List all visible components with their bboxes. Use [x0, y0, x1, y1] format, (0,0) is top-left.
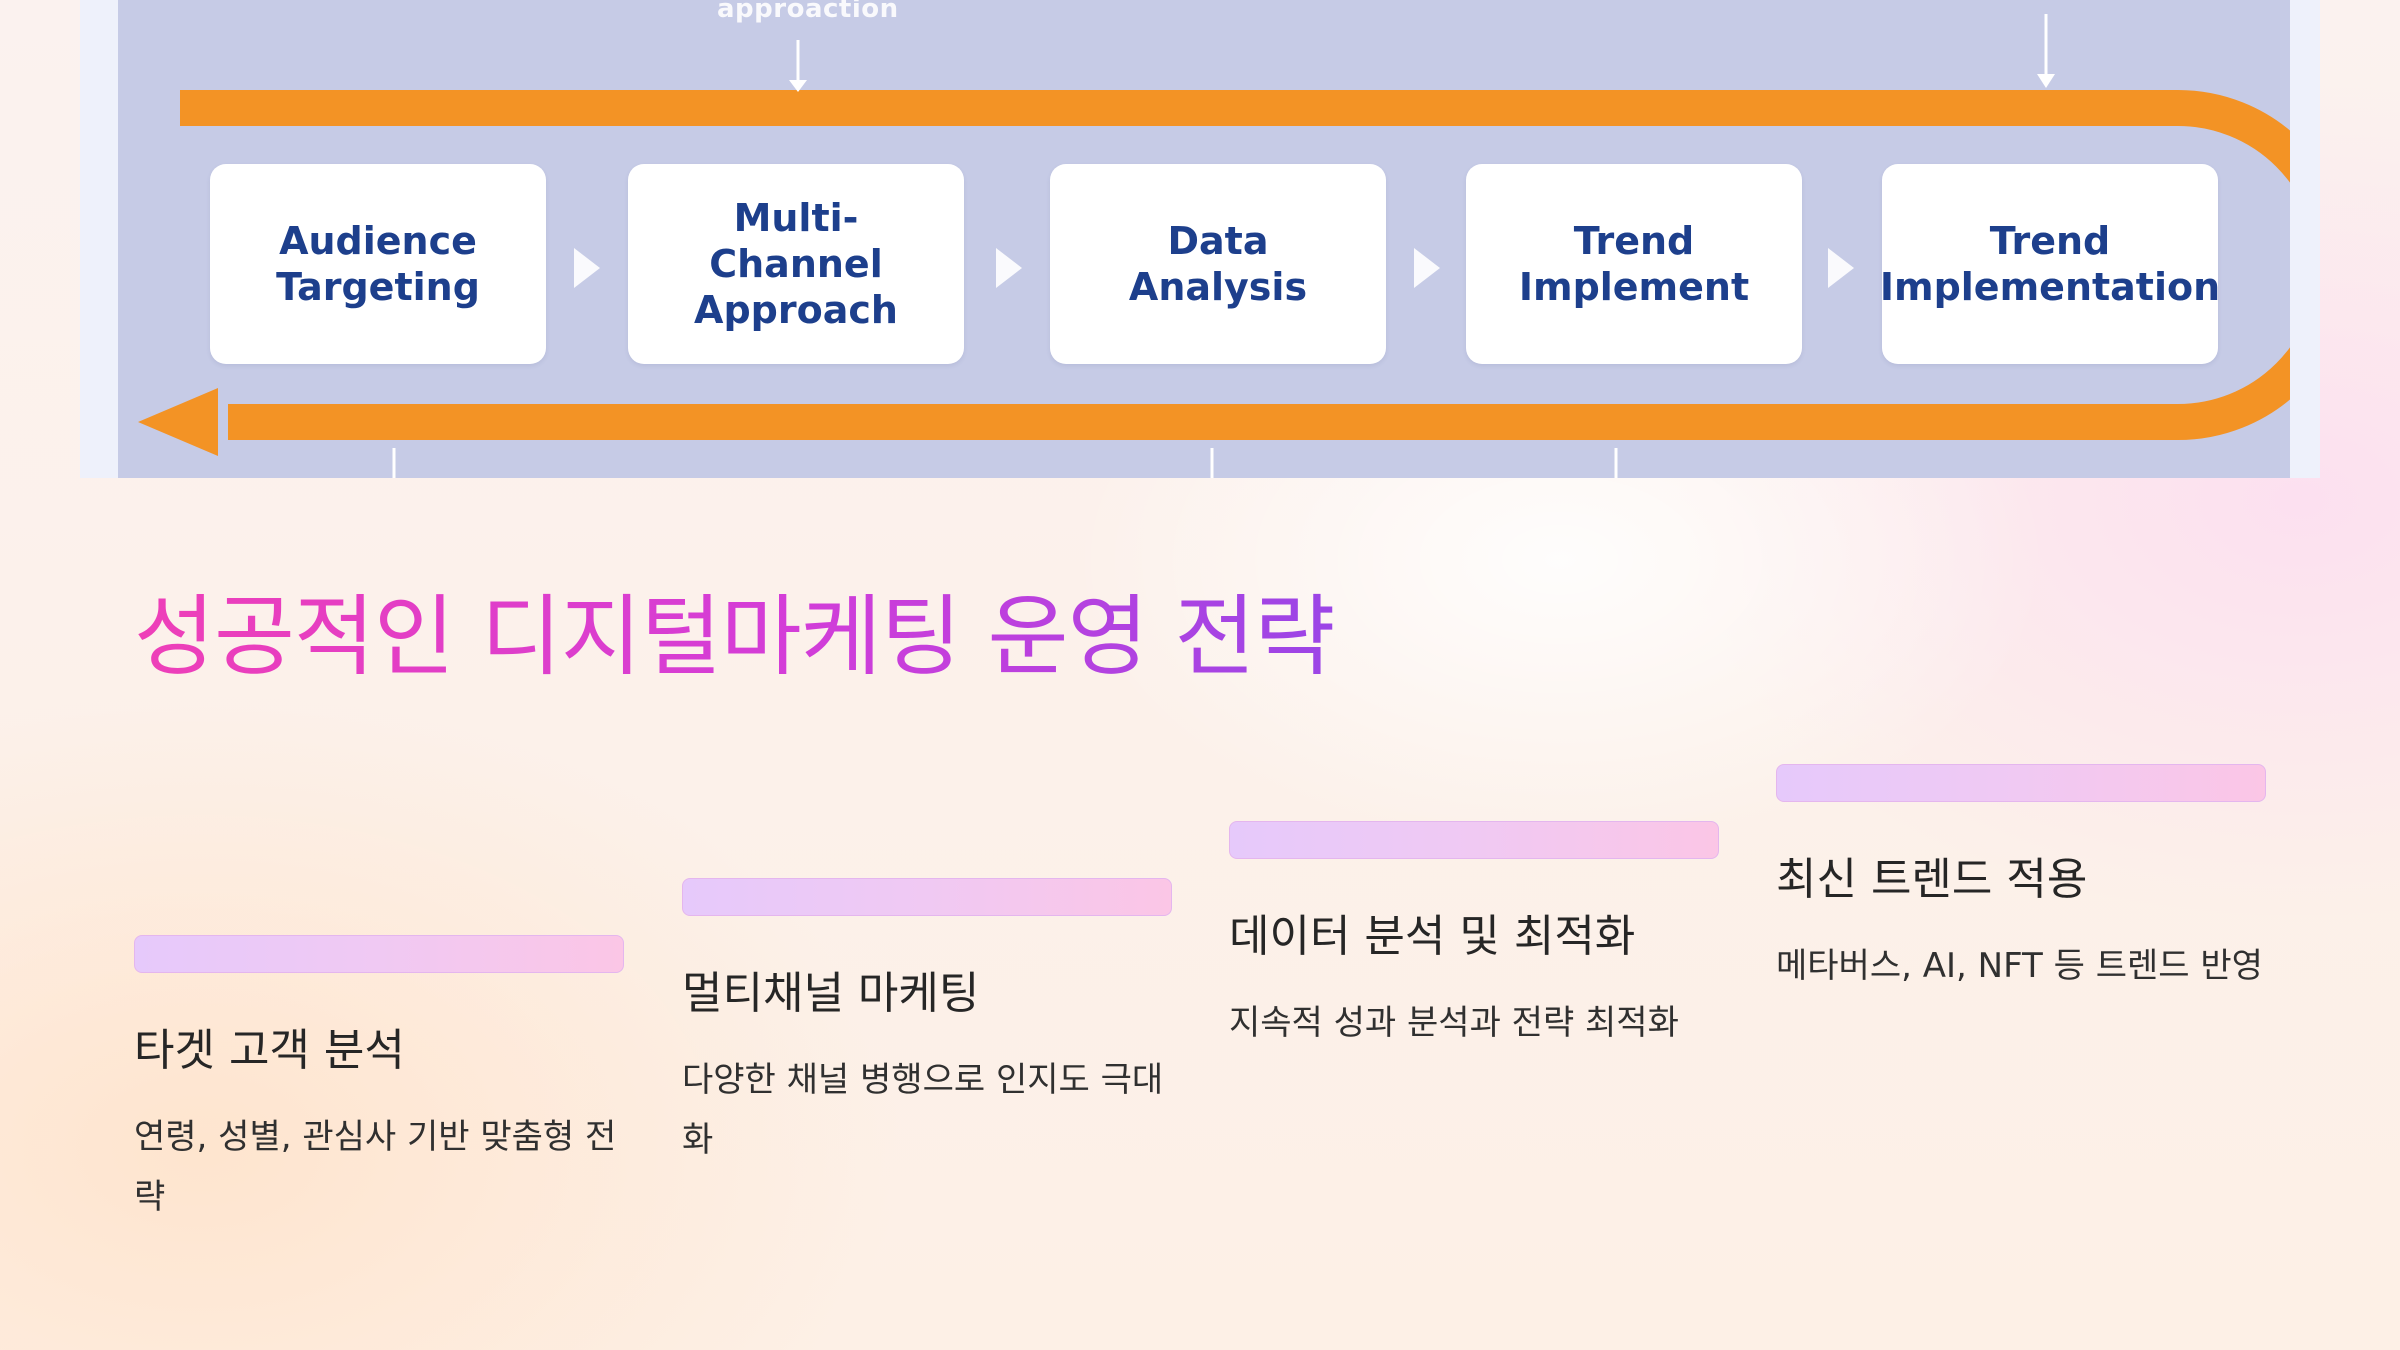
step-card-trend-implementation: Trend Implementation: [1879, 164, 2221, 364]
step-card-multi-channel: Multi- Channel Approach: [628, 164, 964, 364]
step-arrow-icon: [574, 248, 600, 288]
strategy-title: 최신 트렌드 적용: [1776, 854, 2088, 905]
strategy-description: 메타버스, AI, NFT 등 트렌드 반영: [1776, 946, 2263, 986]
accent-bar: [134, 935, 624, 973]
loop-arrow: [138, 14, 2290, 478]
step-label: Audience Targeting: [276, 219, 480, 309]
accent-bar: [1229, 821, 1719, 859]
step-arrow-icon: [1414, 248, 1440, 288]
flow-diagram-image: approaction Audience Targeting Multi- Ch…: [80, 0, 2320, 478]
step-card-data-analysis: Data Analysis: [1050, 164, 1386, 364]
strategy-item-target-analysis: 타겟 고객 분석 연령, 성별, 관심사 기반 맞춤형 전략: [134, 935, 624, 1227]
step-label: Trend Implementation: [1879, 219, 2221, 309]
step-arrow-icon: [1828, 248, 1854, 288]
step-label: Data Analysis: [1128, 219, 1308, 309]
page-title: 성공적인 디지털마케팅 운영 전략: [134, 582, 1335, 692]
diagram-panel: approaction Audience Targeting Multi- Ch…: [118, 0, 2290, 478]
step-label: Trend Implement: [1518, 219, 1750, 309]
step-label: Multi- Channel Approach: [694, 196, 898, 332]
strategy-item-multichannel: 멀티채널 마케팅 다양한 채널 병행으로 인지도 극대화: [682, 878, 1172, 1170]
step-card-trend-implement: Trend Implement: [1466, 164, 1802, 364]
accent-bar: [682, 878, 1172, 916]
strategy-description: 다양한 채널 병행으로 인지도 극대화: [682, 1060, 1164, 1160]
diagram-top-label: approaction: [717, 0, 899, 24]
step-card-audience-targeting: Audience Targeting: [210, 164, 546, 364]
strategy-title: 멀티채널 마케팅: [682, 968, 980, 1019]
strategy-description: 지속적 성과 분석과 전략 최적화: [1229, 1003, 1679, 1043]
strategy-item-data-optimization: 데이터 분석 및 최적화 지속적 성과 분석과 전략 최적화: [1229, 821, 1719, 1053]
strategy-title: 데이터 분석 및 최적화: [1229, 911, 1636, 962]
strategy-title: 타겟 고객 분석: [134, 1025, 405, 1076]
accent-bar: [1776, 764, 2266, 802]
strategy-description: 연령, 성별, 관심사 기반 맞춤형 전략: [134, 1117, 617, 1217]
strategy-item-trends: 최신 트렌드 적용 메타버스, AI, NFT 등 트렌드 반영: [1776, 764, 2266, 996]
step-arrow-icon: [996, 248, 1022, 288]
